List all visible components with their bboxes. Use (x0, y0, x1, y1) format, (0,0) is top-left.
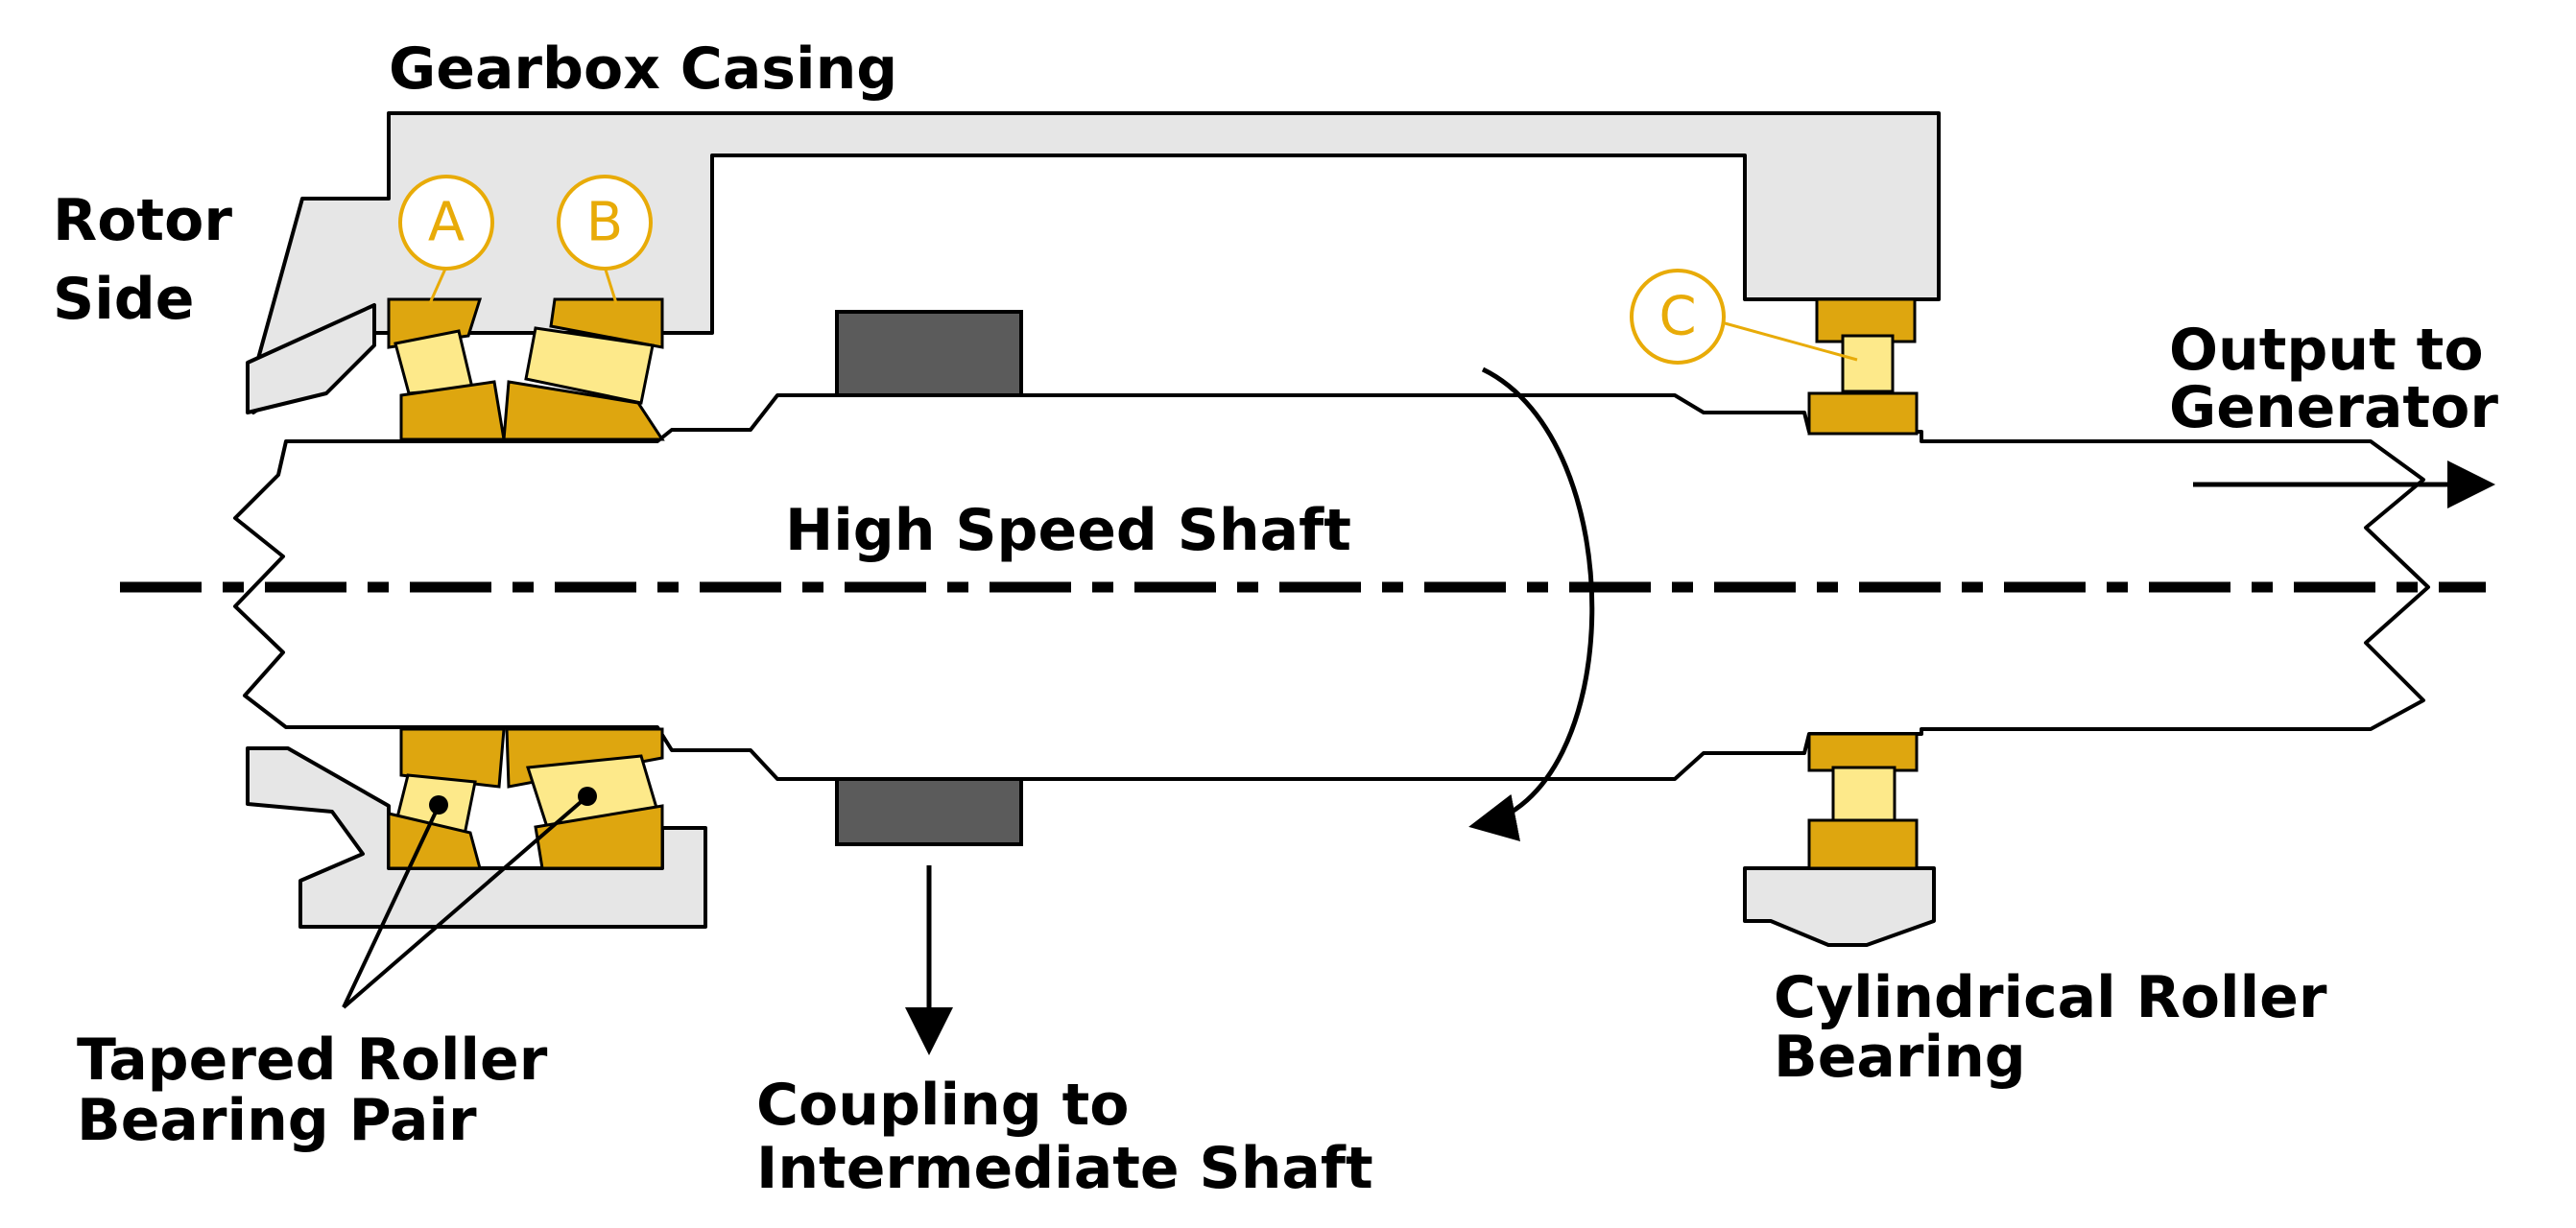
tapered-bearing-b-top (502, 297, 665, 441)
rotor-side-flange-top (246, 303, 376, 414)
coupling-bottom (835, 777, 1023, 846)
label-tapered-roller-bearing-pair: Tapered Roller Bearing Pair (77, 1027, 567, 1154)
coupling-top (835, 310, 1023, 397)
label-coupling-to-intermediate-shaft: Coupling to Intermediate Shaft (756, 1072, 1373, 1202)
svg-text:A: A (428, 192, 465, 254)
gearbox-casing-bottom-right (1743, 866, 1936, 947)
tapered-leader-b (342, 794, 589, 1009)
label-cylindrical-roller-bearing: Cylindrical Roller Bearing (1774, 964, 2347, 1091)
cylindrical-bearing-c-top (1807, 297, 1919, 436)
callout-c: C (1630, 269, 1858, 365)
label-output-to-generator: Output to Generator (2169, 317, 2503, 441)
tapered-bearing-a-bottom (387, 727, 506, 870)
rotation-arrow (1468, 366, 1595, 841)
label-rotor-side: Rotor Side (53, 187, 252, 333)
cylindrical-bearing-bottom (1807, 732, 1919, 870)
label-gearbox-casing: Gearbox Casing (389, 35, 897, 103)
tapered-leader-a (342, 805, 441, 1008)
callout-a: A (398, 175, 494, 304)
svg-text:C: C (1658, 286, 1696, 348)
label-high-speed-shaft: High Speed Shaft (785, 497, 1351, 564)
svg-text:B: B (586, 192, 623, 254)
callout-b: B (557, 175, 653, 304)
roller-pin-a (429, 795, 448, 815)
gearbox-casing-top (251, 111, 1941, 414)
tapered-bearing-a-top (387, 297, 506, 441)
